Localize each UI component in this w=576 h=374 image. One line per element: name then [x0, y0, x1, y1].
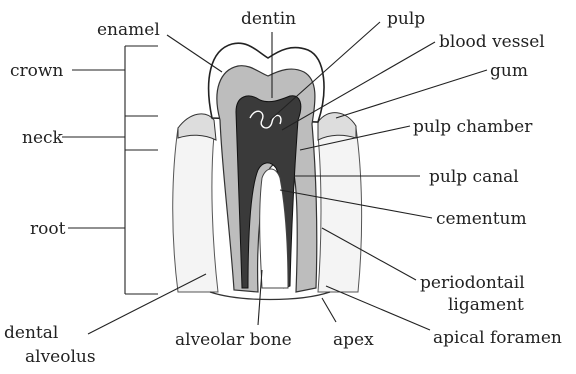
leader-apical-foramen	[326, 286, 430, 330]
label-cementum: cementum	[436, 209, 527, 229]
apex-base	[210, 292, 330, 300]
label-gum: gum	[490, 61, 528, 81]
leader-alveolar-bone	[258, 270, 262, 325]
label-pulp-chamber: pulp chamber	[413, 117, 533, 137]
label-periodontal-line2: ligament	[448, 295, 524, 315]
label-dental-line1: dental	[4, 323, 58, 343]
label-dentin: dentin	[241, 9, 296, 29]
label-enamel: enamel	[97, 20, 160, 40]
label-pulp: pulp	[387, 9, 425, 29]
crown-neck-root-bracket	[125, 46, 158, 294]
label-apical-foramen: apical foramen	[433, 328, 562, 348]
label-crown: crown	[10, 61, 63, 81]
alveolar-bone-right	[318, 128, 362, 292]
label-pulp-canal: pulp canal	[429, 167, 519, 187]
leader-enamel	[167, 35, 222, 72]
label-neck: neck	[22, 128, 64, 148]
label-alveolar-bone: alveolar bone	[175, 330, 292, 350]
label-root: root	[30, 219, 66, 239]
alveolar-bone-left	[173, 128, 218, 292]
label-periodontal-line1: periodontail	[420, 273, 525, 293]
leader-gum	[336, 70, 487, 118]
label-dental-line2: alveolus	[25, 347, 96, 367]
label-apex: apex	[333, 330, 374, 350]
label-blood-vessel: blood vessel	[439, 32, 545, 52]
leader-apex	[322, 298, 336, 322]
leader-dental-alveolus	[88, 274, 206, 334]
